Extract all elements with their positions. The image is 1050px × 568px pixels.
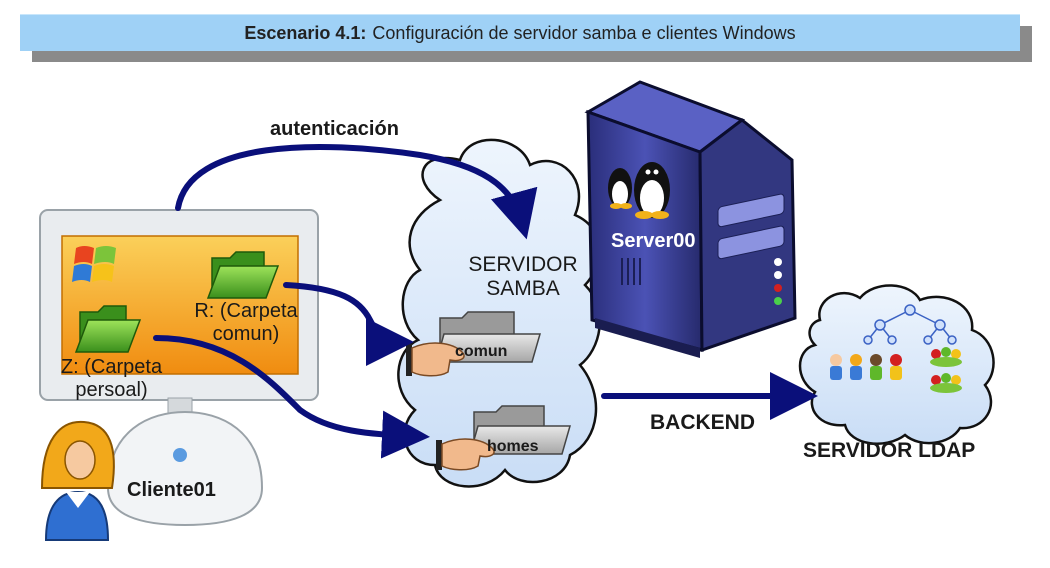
samba-label-line2: SAMBA [486,277,560,300]
folder-comun-label: comun [455,343,508,360]
auth-label: autenticación [270,118,399,140]
tree-icon [863,304,957,345]
server-tower-icon [584,80,797,358]
share-z-label-line2: persoal) [75,379,148,401]
share-r-label-line2: comun) [212,323,280,345]
green-folder-icon-r [206,251,280,299]
title-text: Configuración de servidor samba e client… [372,22,796,43]
people-icon [830,347,962,393]
gray-folder-icon-homes [469,405,571,455]
folder-homes-label: homes [487,438,539,455]
samba-label: SERVIDOR SAMBA [458,253,588,301]
hand-icon-homes [436,438,495,471]
title-prefix: Escenario 4.1: [244,22,367,43]
tux-icon [608,162,670,219]
share-r-label: R: (Carpeta comun) [181,300,311,346]
apple-logo-icon [173,448,187,462]
green-folder-icon-z [74,305,142,353]
connection-arrows [153,143,818,459]
backend-label: BACKEND [650,411,755,434]
auth-arrow [175,143,538,240]
share-z-label: Z: (Carpeta persoal) [49,356,174,402]
windows-logo-icon [72,246,116,282]
client-label: Cliente01 [127,479,216,501]
user-avatar-icon [40,420,115,541]
share-r-arrow [283,282,414,366]
server-label: Server00 [611,230,696,252]
ldap-label: SERVIDOR LDAP [803,439,976,462]
share-z-arrow [153,335,430,459]
share-z-label-line1: Z: (Carpeta [60,356,163,378]
title-banner: Escenario 4.1: Configuración de servidor… [20,14,1020,51]
share-r-label-line1: R: (Carpeta [194,300,298,322]
samba-label-line1: SERVIDOR [468,253,578,276]
